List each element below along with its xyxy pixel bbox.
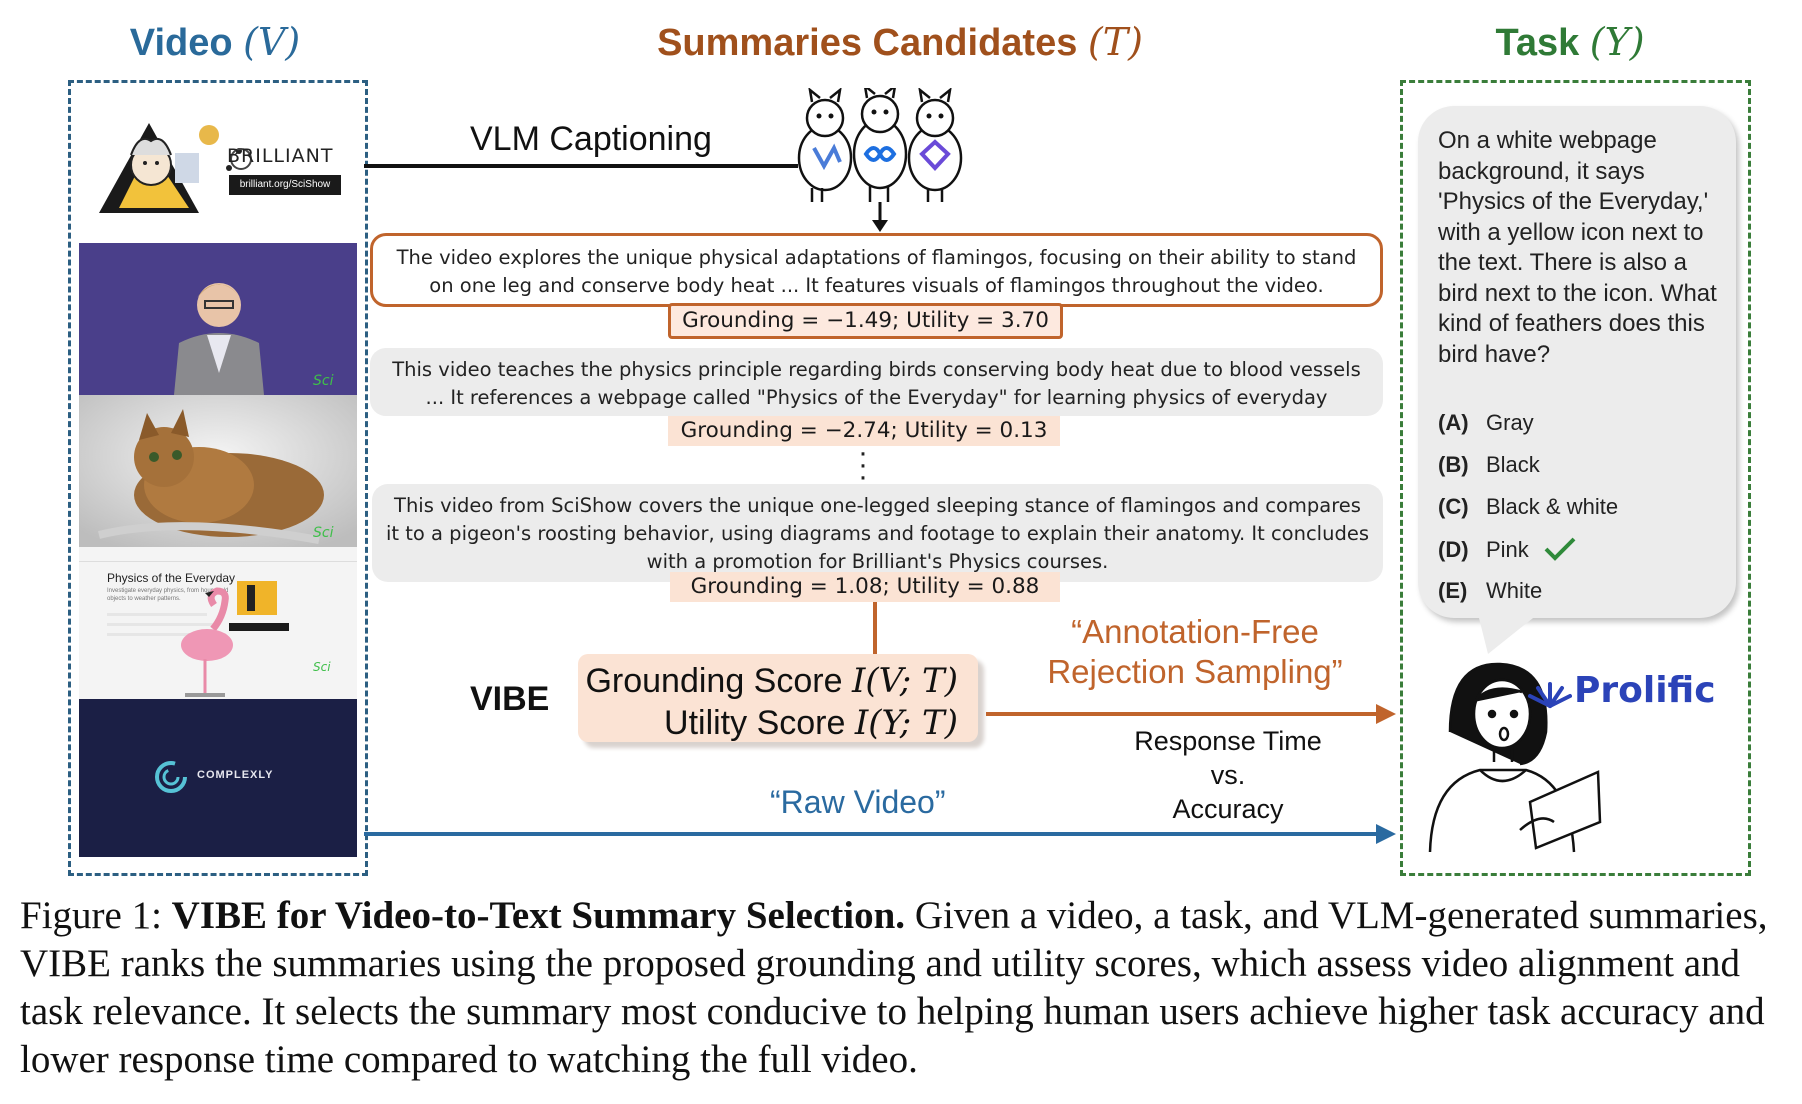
video-symbol: (V) xyxy=(243,20,301,64)
option-b-text: Black xyxy=(1486,452,1540,477)
summaries-header: Summaries Candidates (T) xyxy=(560,20,1240,65)
summary-2-score: Grounding = −2.74; Utility = 0.13 xyxy=(668,416,1060,446)
option-e-key: (E) xyxy=(1438,578,1468,603)
video-frame-brilliant: BRILLIANT brilliant.org/SciShow xyxy=(79,93,357,243)
caption-prefix: Figure 1: xyxy=(20,894,172,937)
option-a-text: Gray xyxy=(1486,410,1534,435)
option-a: (A) Gray xyxy=(1438,410,1534,436)
rejection-sampling-arrow xyxy=(986,704,1396,724)
task-box xyxy=(1400,80,1751,876)
figure-caption: Figure 1: VIBE for Video-to-Text Summary… xyxy=(20,892,1800,1084)
brilliant-brand-text: BRILLIANT xyxy=(227,145,334,167)
video-header: Video (V) xyxy=(60,20,370,65)
grounding-score-symbol: I(V; T) xyxy=(851,661,958,701)
summary-candidate-3: This video from SciShow covers the uniqu… xyxy=(372,484,1383,582)
raw-video-label: “Raw Video” xyxy=(770,784,946,820)
accuracy-text: Accuracy xyxy=(1172,794,1284,824)
provider-logo-icon-3 xyxy=(919,139,951,171)
caption-bold-title: VIBE for Video-to-Text Summary Selection… xyxy=(171,894,906,937)
task-speech-bubble xyxy=(1418,106,1736,618)
speech-bubble-tail xyxy=(1478,614,1538,654)
response-time-accuracy-label: Response Time vs. Accuracy xyxy=(1118,724,1338,826)
summaries-header-text: Summaries Candidates xyxy=(657,22,1078,64)
option-d-key: (D) xyxy=(1438,537,1469,562)
option-b-key: (B) xyxy=(1438,452,1469,477)
complexly-logo-icon xyxy=(155,761,187,793)
rejection-sampling-label: “Annotation-Free Rejection Sampling” xyxy=(1047,613,1343,690)
summary-1-score: Grounding = −1.49; Utility = 3.70 xyxy=(668,303,1063,339)
video-header-text: Video xyxy=(129,22,233,64)
vlm-captioning-label: VLM Captioning xyxy=(470,120,712,158)
vibe-label: VIBE xyxy=(470,680,550,718)
video-frame-presenter: Sci xyxy=(79,243,357,395)
video-frames-box: BRILLIANT brilliant.org/SciShow Sci xyxy=(68,80,368,876)
utility-score-label: Utility Score xyxy=(664,704,846,742)
option-c-key: (C) xyxy=(1438,494,1469,519)
video-frame-webpage: Physics of the Everyday Investigate ever… xyxy=(79,547,357,699)
webpage-title: Physics of the Everyday xyxy=(107,571,236,585)
task-symbol: (Y) xyxy=(1589,20,1645,64)
einstein-illustration xyxy=(99,123,252,213)
physics-icon xyxy=(237,581,277,615)
task-header-text: Task xyxy=(1495,22,1580,64)
vlm-connector-line xyxy=(364,164,798,168)
grounding-score-line: Grounding Score I(V; T) xyxy=(578,660,958,702)
option-e: (E) White xyxy=(1438,578,1542,604)
option-c: (C) Black & white xyxy=(1438,494,1618,520)
down-arrow-icon xyxy=(872,202,888,232)
webpage-subtitle: Investigate everyday physics, from house… xyxy=(107,588,229,602)
grounding-score-label: Grounding Score xyxy=(585,662,843,700)
prolific-brand-text: Prolific xyxy=(1574,670,1716,711)
vibe-score-box: Grounding Score I(V; T) Utility Score I(… xyxy=(578,654,978,744)
presenter-figure: Sci xyxy=(79,243,357,395)
summary-3-text: This video from SciShow covers the uniqu… xyxy=(386,494,1369,573)
complexly-brand-text: COMPLEXLY xyxy=(197,769,274,781)
option-c-text: Black & white xyxy=(1486,494,1619,519)
svg-text:Sci: Sci xyxy=(313,373,334,389)
flamingo-icon: Sci xyxy=(107,581,331,697)
webpage-topbar xyxy=(79,547,357,562)
summaries-symbol: (T) xyxy=(1087,20,1143,64)
vibe-connector-line xyxy=(873,602,877,656)
svg-text:Sci: Sci xyxy=(313,660,331,674)
video-frame-cat: Sci xyxy=(79,395,357,547)
task-question: On a white webpage background, it says '… xyxy=(1438,127,1717,368)
summary-candidate-2: This video teaches the physics principle… xyxy=(370,348,1383,437)
prolific-logo-icon xyxy=(1528,682,1572,708)
option-d: (D) Pink xyxy=(1438,536,1577,563)
provider-logo-icon-1 xyxy=(812,143,842,171)
option-a-key: (A) xyxy=(1438,410,1469,435)
task-header: Task (Y) xyxy=(1400,20,1740,65)
cat-image: Sci xyxy=(79,395,357,547)
response-time-text: Response Time xyxy=(1134,726,1322,756)
raw-video-arrow xyxy=(364,824,1396,844)
caption-body: Given a video, a task, and VLM-generated… xyxy=(20,894,1768,1081)
utility-score-symbol: I(Y; T) xyxy=(854,703,958,743)
vs-text: vs. xyxy=(1210,760,1246,790)
utility-score-line: Utility Score I(Y; T) xyxy=(578,702,958,744)
option-d-text: Pink xyxy=(1486,537,1529,562)
summary-3-score: Grounding = 1.08; Utility = 0.88 xyxy=(670,572,1060,602)
svg-text:Sci: Sci xyxy=(313,525,334,541)
option-b: (B) Black xyxy=(1438,452,1540,478)
summary-1-text: The video explores the unique physical a… xyxy=(396,246,1357,297)
meta-logo-icon xyxy=(863,146,897,162)
user-with-laptop-illustration xyxy=(1428,662,1602,853)
brilliant-logo-icon xyxy=(230,148,252,170)
llama-mascots-icon xyxy=(797,88,963,202)
brilliant-url-badge: brilliant.org/SciShow xyxy=(229,175,341,195)
video-frame-complexly: COMPLEXLY xyxy=(79,699,357,857)
option-e-text: White xyxy=(1486,578,1543,603)
ellipsis-dots: ··· xyxy=(858,436,868,493)
summary-candidate-1: The video explores the unique physical a… xyxy=(370,233,1383,307)
checkmark-icon xyxy=(1544,537,1576,561)
